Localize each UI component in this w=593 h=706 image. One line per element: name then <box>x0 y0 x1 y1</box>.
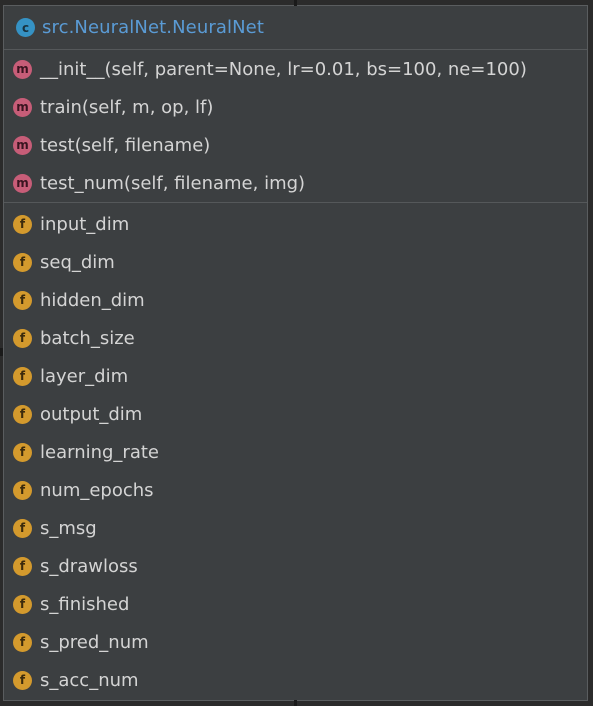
field-icon: f <box>13 480 32 500</box>
field-icon: f <box>13 404 32 424</box>
field-row[interactable]: f seq_dim <box>4 243 587 281</box>
field-label: num_epochs <box>40 479 154 501</box>
field-label: s_drawloss <box>40 555 138 577</box>
field-row[interactable]: f layer_dim <box>4 357 587 395</box>
method-label: test_num(self, filename, img) <box>40 172 306 194</box>
method-row[interactable]: m train(self, m, op, lf) <box>4 88 587 126</box>
field-icon: f <box>13 366 32 386</box>
fields-section: f input_dim f seq_dim f hidden_dim f bat… <box>4 203 587 699</box>
resize-handle-bottom[interactable] <box>294 700 297 706</box>
field-row[interactable]: f s_msg <box>4 509 587 547</box>
field-icon: f <box>13 328 32 348</box>
field-icon: f <box>13 214 32 234</box>
method-row[interactable]: m test(self, filename) <box>4 126 587 164</box>
field-label: s_acc_num <box>40 669 139 691</box>
methods-section: m __init__(self, parent=None, lr=0.01, b… <box>4 50 587 203</box>
field-row[interactable]: f output_dim <box>4 395 587 433</box>
field-label: s_msg <box>40 517 97 539</box>
field-icon: f <box>13 594 32 614</box>
field-label: batch_size <box>40 327 135 349</box>
field-icon: f <box>13 442 32 462</box>
resize-handle-left[interactable] <box>0 348 3 356</box>
field-row[interactable]: f num_epochs <box>4 471 587 509</box>
field-icon: f <box>13 632 32 652</box>
field-label: learning_rate <box>40 441 159 463</box>
class-name: src.NeuralNet.NeuralNet <box>42 17 264 38</box>
field-label: s_finished <box>40 593 130 615</box>
field-row[interactable]: f hidden_dim <box>4 281 587 319</box>
field-label: input_dim <box>40 213 130 235</box>
method-row[interactable]: m __init__(self, parent=None, lr=0.01, b… <box>4 50 587 88</box>
field-row[interactable]: f input_dim <box>4 205 587 243</box>
method-icon: m <box>13 97 32 117</box>
field-label: seq_dim <box>40 251 115 273</box>
field-icon: f <box>13 518 32 538</box>
method-label: __init__(self, parent=None, lr=0.01, bs=… <box>40 58 527 80</box>
method-label: train(self, m, op, lf) <box>40 96 214 118</box>
method-label: test(self, filename) <box>40 134 211 156</box>
resize-handle-top[interactable] <box>294 0 297 6</box>
method-icon: m <box>13 59 32 79</box>
field-icon: f <box>13 290 32 310</box>
method-icon: m <box>13 173 32 193</box>
method-icon: m <box>13 135 32 155</box>
field-icon: f <box>13 670 32 690</box>
field-row[interactable]: f learning_rate <box>4 433 587 471</box>
method-row[interactable]: m test_num(self, filename, img) <box>4 164 587 202</box>
field-icon: f <box>13 252 32 272</box>
field-row[interactable]: f batch_size <box>4 319 587 357</box>
field-label: layer_dim <box>40 365 129 387</box>
field-row[interactable]: f s_acc_num <box>4 661 587 699</box>
field-label: s_pred_num <box>40 631 149 653</box>
field-icon: f <box>13 556 32 576</box>
field-row[interactable]: f s_drawloss <box>4 547 587 585</box>
field-row[interactable]: f s_pred_num <box>4 623 587 661</box>
class-header[interactable]: c src.NeuralNet.NeuralNet <box>4 6 587 50</box>
field-label: output_dim <box>40 403 143 425</box>
field-row[interactable]: f s_finished <box>4 585 587 623</box>
class-icon: c <box>16 18 35 37</box>
uml-class-box: c src.NeuralNet.NeuralNet m __init__(sel… <box>3 5 588 701</box>
field-label: hidden_dim <box>40 289 145 311</box>
